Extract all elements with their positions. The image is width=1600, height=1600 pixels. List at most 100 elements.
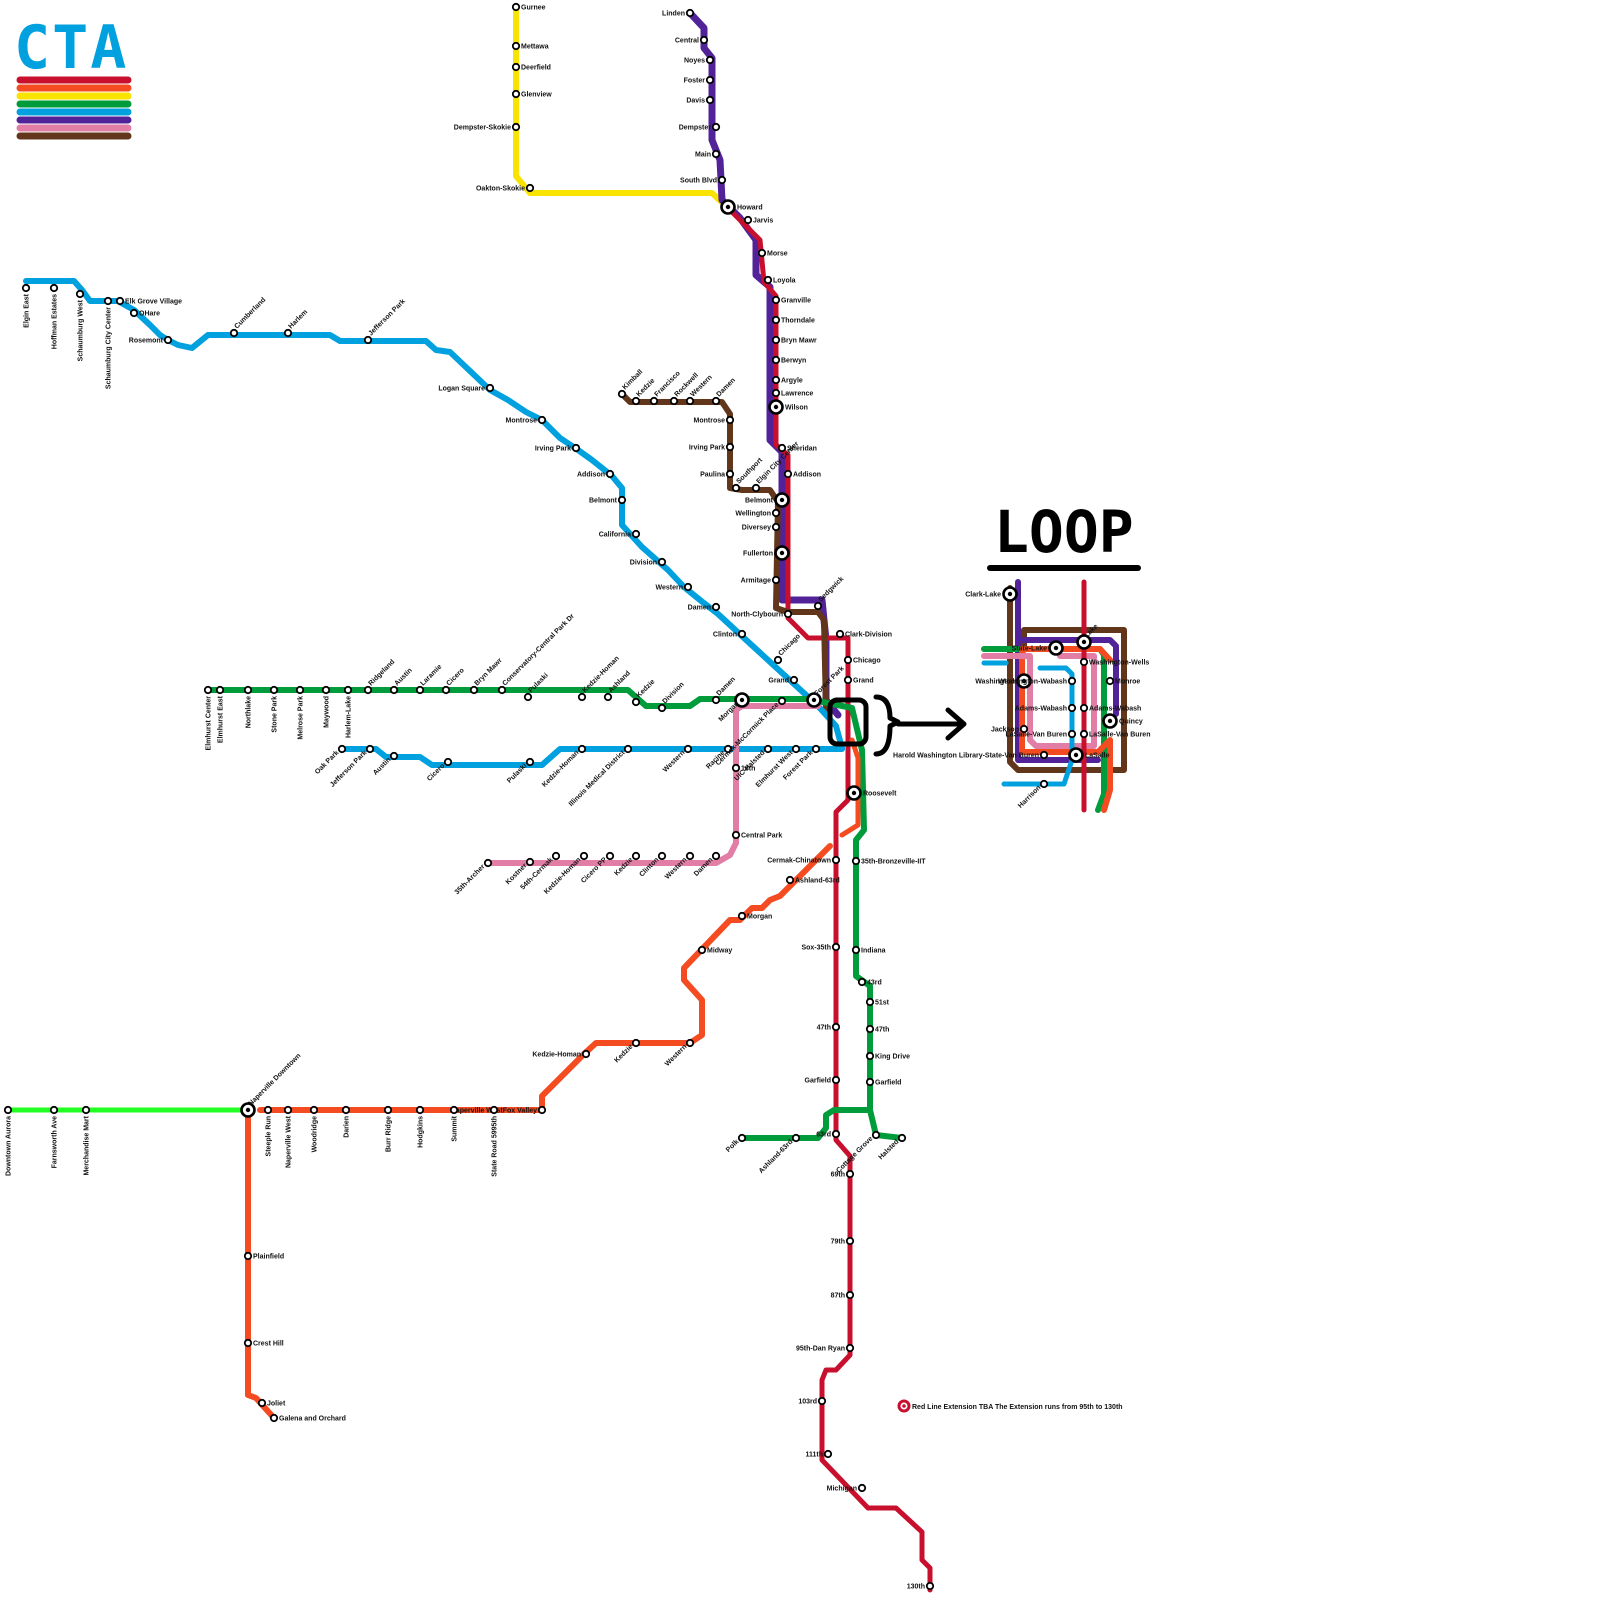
station-main[interactable]: Main [695,151,719,159]
station-marker[interactable] [1081,659,1087,665]
station-marker[interactable] [271,687,277,693]
station-northlake[interactable]: Northlake [245,687,253,728]
station-naperville-west[interactable]: Naperville West [285,1107,293,1168]
station-steeple-run[interactable]: Steeple Run [265,1107,273,1157]
station-marker[interactable] [859,1485,865,1491]
station-marker[interactable] [707,57,713,63]
station-division[interactable]: Division [630,559,665,567]
station-marker[interactable] [687,853,693,859]
station-loyola[interactable]: Loyola [765,277,796,285]
station-schaumburg-west[interactable]: Schaumburg West [77,291,85,362]
station-marker[interactable] [713,151,719,157]
station-marker[interactable] [815,603,821,609]
station-addison[interactable]: Addison [577,471,613,479]
station-gurnee[interactable]: Gurnee [513,4,546,12]
station-marker[interactable] [773,357,779,363]
station-marker[interactable] [787,877,793,883]
station-marker[interactable] [633,1040,639,1046]
station-ashland[interactable]: Ashland [605,670,632,700]
station-marker[interactable] [285,1107,291,1113]
station-melrose-park[interactable]: Melrose Park [297,687,305,740]
station-marker[interactable] [659,705,665,711]
station-marker[interactable] [23,285,29,291]
station-clark-lake[interactable]: Clark-Lake [965,588,1016,601]
station-wellington[interactable]: Wellington [735,510,779,518]
station-marker[interactable] [713,853,719,859]
station-washington-wells[interactable]: Washington-Wells [1081,659,1150,667]
station-marker[interactable] [833,1077,839,1083]
station-marker[interactable] [685,746,691,752]
station-thorndale[interactable]: Thorndale [773,317,815,325]
station-marker[interactable] [853,947,859,953]
station-marker[interactable] [51,285,57,291]
station-marker[interactable] [1081,705,1087,711]
station-marker[interactable] [491,1107,497,1113]
station-marker[interactable] [837,631,843,637]
station-marker[interactable] [619,497,625,503]
station-79th[interactable]: 79th [831,1238,854,1246]
station-marker[interactable] [651,398,657,404]
station-marker[interactable] [259,1400,265,1406]
station-marker[interactable] [773,337,779,343]
station-marker[interactable] [727,471,733,477]
station-marker[interactable] [793,1135,799,1141]
station-marker[interactable] [867,1026,873,1032]
station-marker[interactable] [1041,752,1047,758]
station-marker[interactable] [739,631,745,637]
station-marker[interactable] [105,298,111,304]
station-wilson[interactable]: Wilson [770,401,808,414]
station-north-clybourn[interactable]: North-Clybourn [731,611,791,619]
station-linden[interactable]: Linden [662,10,693,18]
station-marker[interactable] [785,611,791,617]
station-marker[interactable] [205,687,211,693]
station-irving-park[interactable]: Irving Park [535,445,579,453]
station-jefferson-park[interactable]: Jefferson Park [365,298,407,343]
station-harold-washington-library-state-van-buren[interactable]: Harold Washington Library-State-Van Bure… [893,752,1047,760]
station-marker[interactable] [265,1107,271,1113]
station-belmont[interactable]: Belmont [589,497,625,505]
station-marker[interactable] [339,746,345,752]
station-marker[interactable] [687,1040,693,1046]
station-marker[interactable] [659,853,665,859]
station-marker[interactable] [487,385,493,391]
station-indiana[interactable]: Indiana [853,947,886,955]
station-marker[interactable] [739,913,745,919]
station-47th[interactable]: 47th [867,1026,890,1034]
station-marker[interactable] [773,390,779,396]
station-marker[interactable] [619,391,625,397]
station-marker[interactable] [1081,731,1087,737]
station-damen[interactable]: Damen [688,604,720,612]
station-marker[interactable] [659,559,665,565]
station-oakton-skokie[interactable]: Oakton-Skokie [476,185,533,193]
station-marker[interactable] [847,1238,853,1244]
station-marker[interactable] [765,277,771,283]
station-103rd[interactable]: 103rd [798,1398,825,1406]
station-pulaski[interactable]: Pulaski [525,672,550,700]
station-garfield[interactable]: Garfield [867,1079,902,1087]
station-marker[interactable] [131,310,137,316]
station-michigan[interactable]: Michigan [827,1485,866,1493]
station-stone-park[interactable]: Stone Park [271,687,279,733]
station-marker[interactable] [791,677,797,683]
station-marker[interactable] [527,185,533,191]
station-mettawa[interactable]: Mettawa [513,43,549,51]
station-hoffman-estates[interactable]: Hoffman Estates [51,285,59,349]
station-lawrence[interactable]: Lawrence [773,390,814,398]
station-elgin-east[interactable]: Elgin East [23,285,31,328]
station-galena-and-orchard[interactable]: Galena and Orchard [271,1415,346,1423]
station-marker[interactable] [1069,731,1075,737]
station-montrose[interactable]: Montrose [506,417,546,425]
station-morse[interactable]: Morse [759,250,788,258]
station-marker[interactable] [785,471,791,477]
station-marker[interactable] [753,485,759,491]
station-marker[interactable] [513,124,519,130]
station-marker[interactable] [845,677,851,683]
station-marker[interactable] [1069,705,1075,711]
station-marker[interactable] [499,687,505,693]
station-51st[interactable]: 51st [867,999,890,1007]
station-chicago[interactable]: Chicago [775,633,802,663]
station-sedgwick[interactable]: Sedgwick [815,576,846,610]
station-marker[interactable] [607,471,613,477]
station-downtown-aurora[interactable]: Downtown Aurora [5,1107,13,1176]
station-marker[interactable] [417,1107,423,1113]
